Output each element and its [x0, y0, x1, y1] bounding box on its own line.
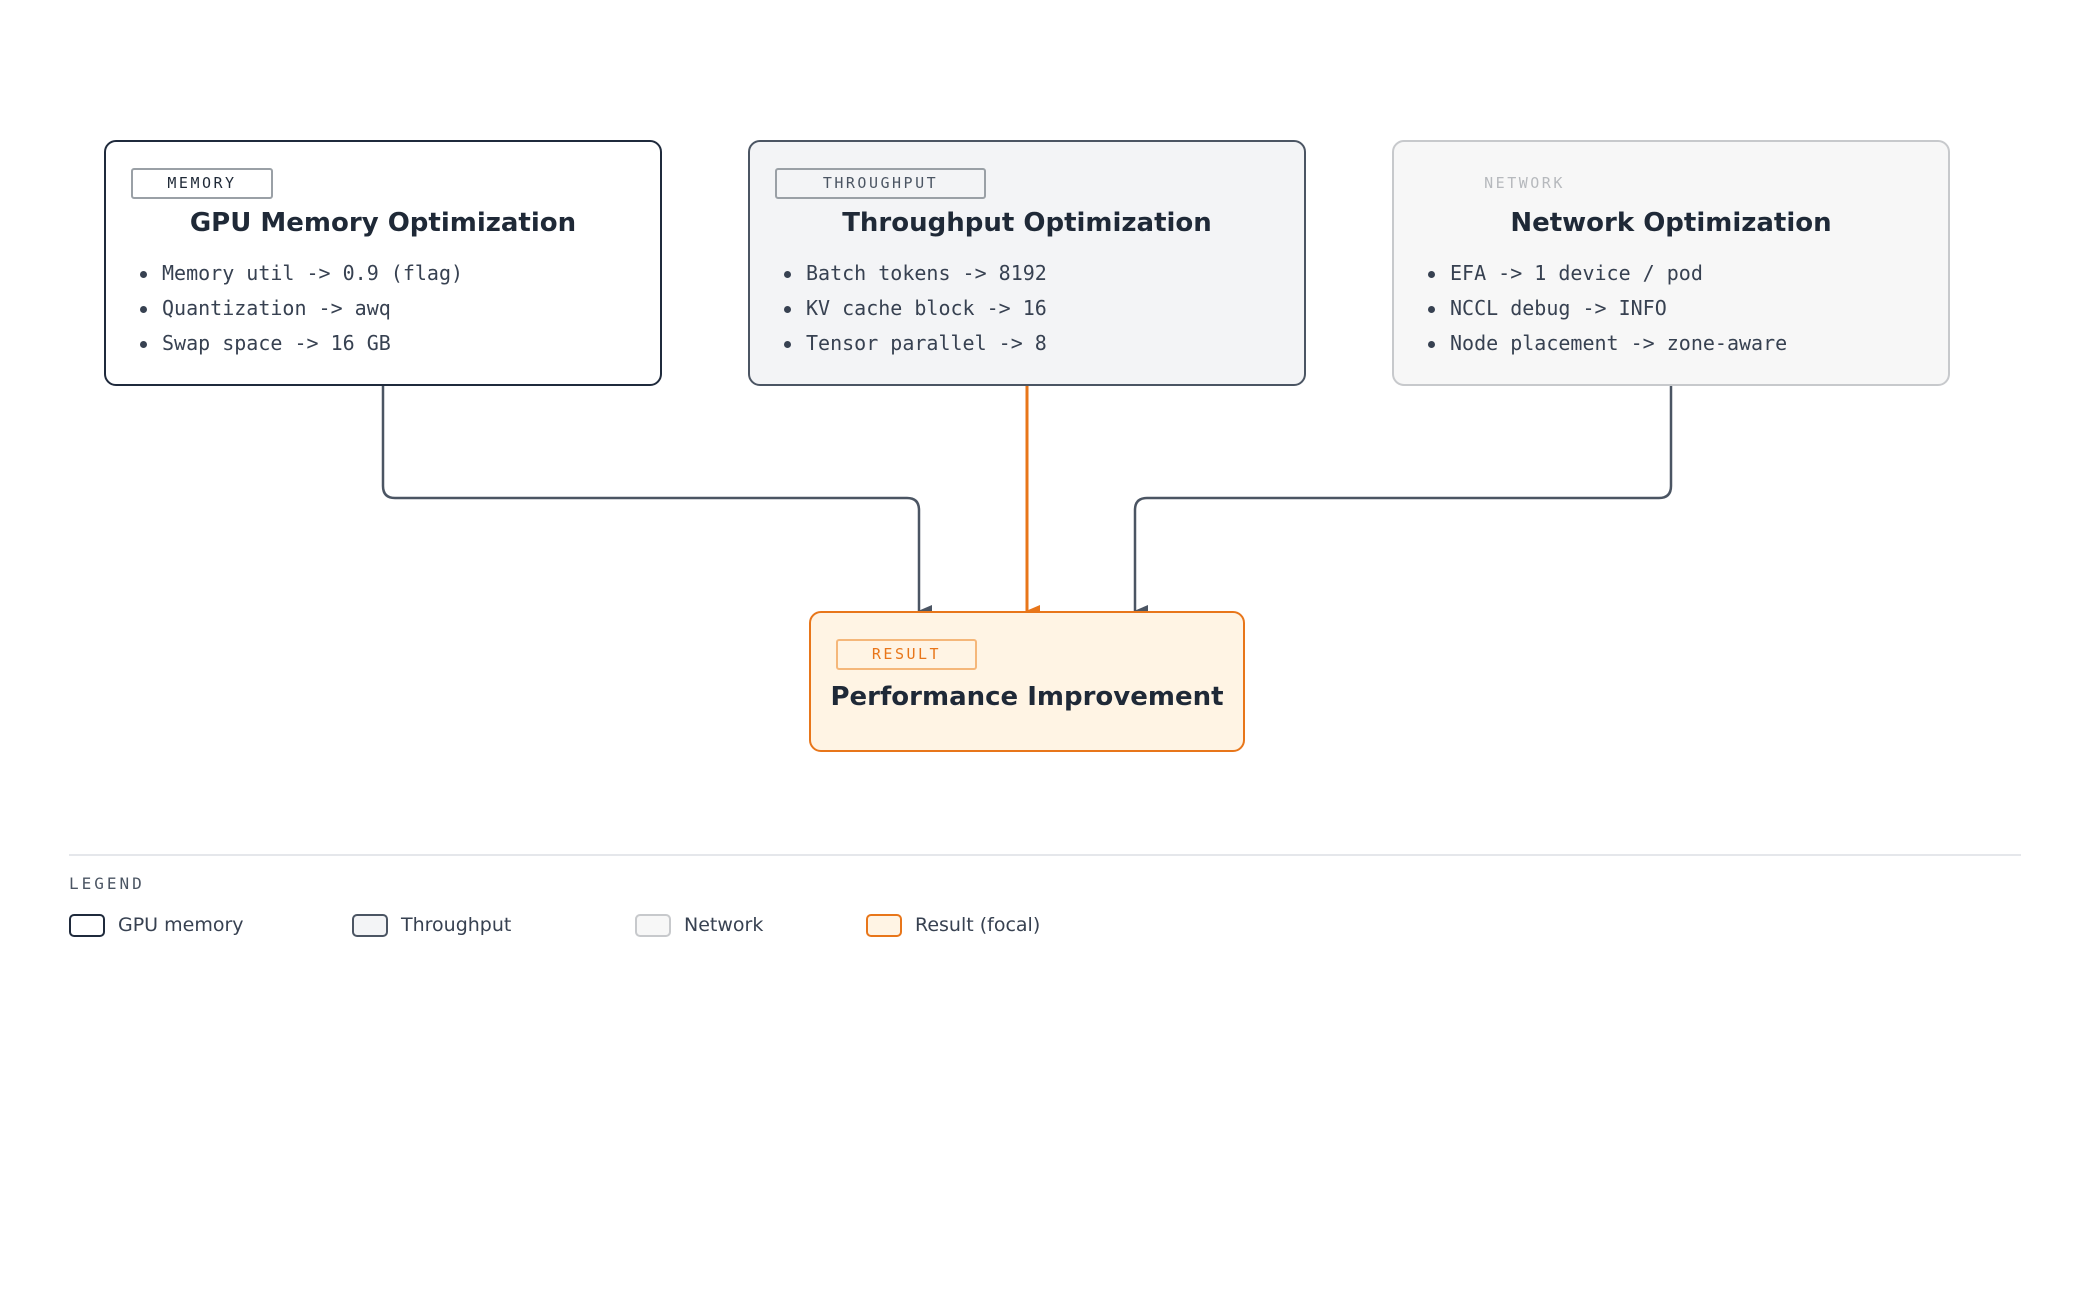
- memory-item: Memory util -> 0.9 (flag): [140, 256, 463, 291]
- throughput-list: Batch tokens -> 8192 KV cache block -> 1…: [784, 256, 1047, 361]
- legend-title: LEGEND: [69, 874, 145, 893]
- result-title: Performance Improvement: [830, 682, 1224, 712]
- connector-memory-to-result: [381, 386, 932, 617]
- throughput-item: Batch tokens -> 8192: [784, 256, 1047, 291]
- legend-label: Result (focal): [915, 914, 1041, 936]
- legend-swatch-network: [635, 913, 671, 937]
- memory-item: Swap space -> 16 GB: [140, 326, 463, 361]
- result-tag: RESULT: [836, 639, 977, 670]
- throughput-item: KV cache block -> 16: [784, 291, 1047, 326]
- memory-item: Quantization -> awq: [140, 291, 463, 326]
- throughput-title: Throughput Optimization: [842, 208, 1212, 238]
- legend-swatch-result: [866, 913, 902, 937]
- legend-item-throughput: Throughput: [352, 912, 511, 938]
- legend-label: GPU memory: [118, 914, 244, 936]
- network-card: NETWORK Network Optimization EFA -> 1 de…: [1392, 140, 1950, 386]
- legend-swatch-throughput: [352, 913, 388, 937]
- memory-title: GPU Memory Optimization: [189, 208, 577, 238]
- legend-label: Throughput: [401, 914, 512, 936]
- legend-swatch-gpu-memory: [69, 913, 105, 937]
- network-item: EFA -> 1 device / pod: [1428, 256, 1787, 291]
- memory-list: Memory util -> 0.9 (flag) Quantization -…: [140, 256, 463, 361]
- network-item: Node placement -> zone-aware: [1428, 326, 1787, 361]
- network-list: EFA -> 1 device / pod NCCL debug -> INFO…: [1428, 256, 1787, 361]
- throughput-tag: THROUGHPUT: [775, 168, 986, 199]
- memory-card: MEMORY GPU Memory Optimization Memory ut…: [104, 140, 662, 386]
- legend-item-gpu-memory: GPU memory: [69, 912, 244, 938]
- network-item: NCCL debug -> INFO: [1428, 291, 1787, 326]
- legend-label: Network: [684, 914, 764, 936]
- throughput-card: THROUGHPUT Throughput Optimization Batch…: [748, 140, 1306, 386]
- memory-tag: MEMORY: [131, 168, 273, 199]
- legend-item-network: Network: [635, 912, 763, 938]
- connector-network-to-result: [1133, 386, 1673, 617]
- network-tag: NETWORK: [1484, 174, 1565, 192]
- legend-item-result: Result (focal): [866, 912, 1040, 938]
- legend-divider: [69, 854, 2021, 856]
- result-card: RESULT Performance Improvement: [809, 611, 1245, 752]
- throughput-item: Tensor parallel -> 8: [784, 326, 1047, 361]
- network-title: Network Optimization: [1510, 208, 1832, 238]
